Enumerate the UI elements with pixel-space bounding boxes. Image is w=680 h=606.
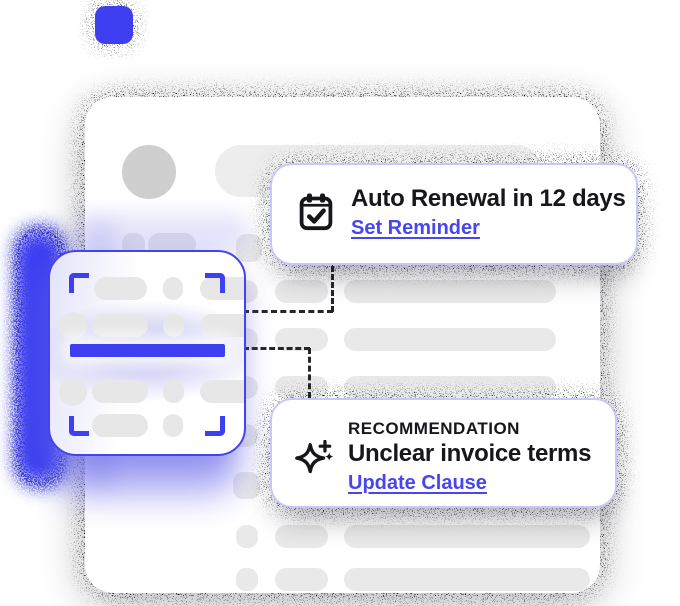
skeleton-pill (163, 314, 184, 337)
connector-recommendation-horizontal (243, 347, 310, 350)
skeleton-dot (59, 378, 87, 406)
skeleton-pill (275, 376, 328, 399)
corner-bracket-top-left-icon (69, 273, 89, 293)
skeleton-pill (344, 568, 590, 591)
skeleton-pill (163, 277, 183, 300)
scan-frame (48, 250, 246, 456)
skeleton-pill (275, 280, 328, 303)
corner-bracket-top-right-icon (205, 273, 225, 293)
connector-reminder-horizontal (243, 310, 333, 313)
skeleton-pill (92, 414, 148, 437)
skeleton-pill (92, 380, 148, 403)
skeleton-pill (344, 328, 556, 351)
skeleton-pill (94, 277, 147, 300)
skeleton-pill (236, 568, 258, 591)
corner-bracket-bottom-left-icon (69, 416, 89, 436)
skeleton-pill (275, 525, 328, 548)
sparkles-icon (294, 439, 334, 485)
skeleton-pill (200, 380, 244, 403)
skeleton-pill (92, 314, 148, 337)
avatar-placeholder (122, 145, 176, 199)
skeleton-pill (236, 525, 258, 548)
connector-reminder-vertical (331, 266, 334, 312)
connector-recommendation-vertical (308, 348, 311, 398)
skeleton-pill (344, 280, 556, 303)
update-clause-link[interactable]: Update Clause (348, 472, 487, 494)
reminder-card: Auto Renewal in 12 days Set Reminder (270, 163, 638, 265)
skeleton-pill (344, 525, 590, 548)
accent-square-icon (95, 6, 133, 44)
skeleton-dot (59, 312, 87, 340)
skeleton-pill (275, 568, 328, 591)
skeleton-pill (344, 376, 556, 399)
set-reminder-link[interactable]: Set Reminder (351, 217, 480, 239)
skeleton-pill (200, 314, 244, 337)
scan-top-glow (70, 214, 250, 252)
corner-bracket-bottom-right-icon (205, 416, 225, 436)
calendar-check-icon (298, 192, 334, 237)
skeleton-pill (163, 380, 184, 403)
recommendation-eyebrow: RECOMMENDATION (348, 419, 520, 438)
skeleton-pill (163, 414, 183, 437)
recommendation-card: RECOMMENDATION Unclear invoice terms Upd… (270, 398, 617, 508)
scan-progress-bar (70, 344, 225, 357)
recommendation-title: Unclear invoice terms (348, 440, 592, 467)
reminder-title: Auto Renewal in 12 days (351, 185, 626, 212)
